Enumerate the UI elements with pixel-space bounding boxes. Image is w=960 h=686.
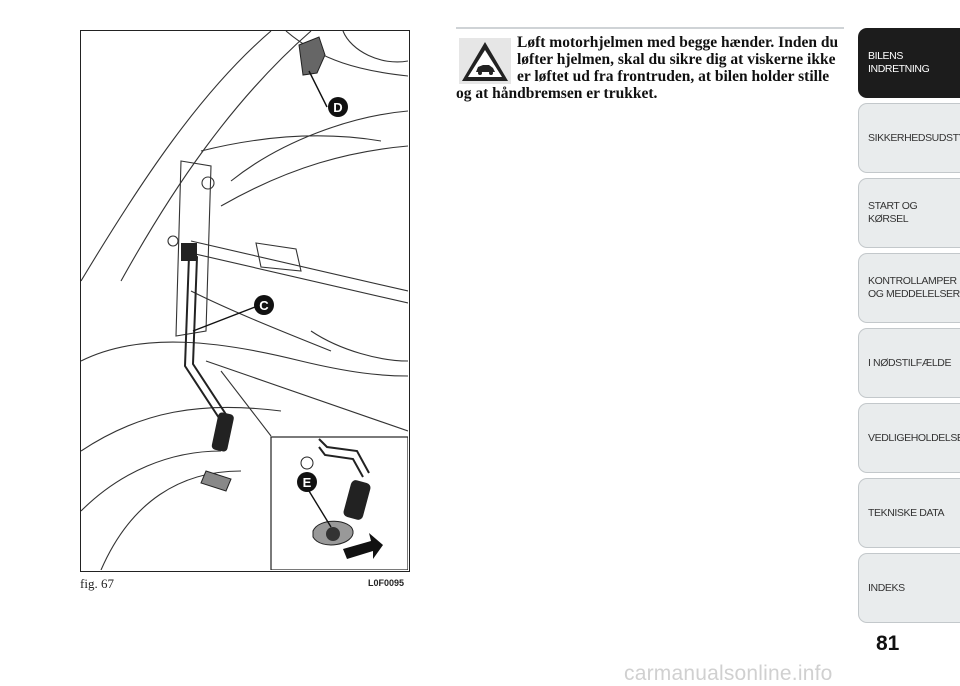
tab-start-og-korsel[interactable]: START OG KØRSEL — [858, 178, 960, 248]
page-number: 81 — [876, 632, 900, 655]
figure-code: L0F0095 — [368, 578, 405, 588]
watermark: carmanualsonline.info — [624, 662, 833, 685]
warning-text: Løft motorhjelmen med begge hænder. Inde… — [456, 34, 839, 102]
callout-e: E — [303, 475, 312, 490]
tab-bilens-indretning[interactable]: BILENS INDRETNING — [858, 28, 960, 98]
warning-text-block: Løft motorhjelmen med begge hænder. Inde… — [456, 34, 846, 102]
figure-illustration: D C E — [80, 30, 410, 572]
tab-vedligeholdelse[interactable]: VEDLIGEHOLDELSE — [858, 403, 960, 473]
tab-indeks[interactable]: INDEKS — [858, 553, 960, 623]
figure-caption: fig. 67 — [80, 576, 114, 591]
chapter-sidebar: BILENS INDRETNING SIKKERHEDSUDSTYR START… — [858, 28, 960, 628]
warning-divider — [456, 27, 844, 29]
callout-c-marker — [254, 295, 274, 315]
warning-triangle-car-icon — [459, 38, 511, 84]
tab-i-nodstilfaelde[interactable]: I NØDSTILFÆLDE — [858, 328, 960, 398]
hood-strut-drawing: D C E — [81, 31, 408, 570]
tab-tekniske-data[interactable]: TEKNISKE DATA — [858, 478, 960, 548]
callout-d-marker — [328, 97, 348, 117]
tab-sikkerhedsudstyr[interactable]: SIKKERHEDSUDSTYR — [858, 103, 960, 173]
tab-kontrollamper[interactable]: KONTROLLAMPER OG MEDDELELSER — [858, 253, 960, 323]
callout-c: C — [259, 298, 269, 313]
strut-clip — [181, 243, 197, 261]
callout-e-marker — [297, 472, 317, 492]
callout-d: D — [333, 100, 342, 115]
